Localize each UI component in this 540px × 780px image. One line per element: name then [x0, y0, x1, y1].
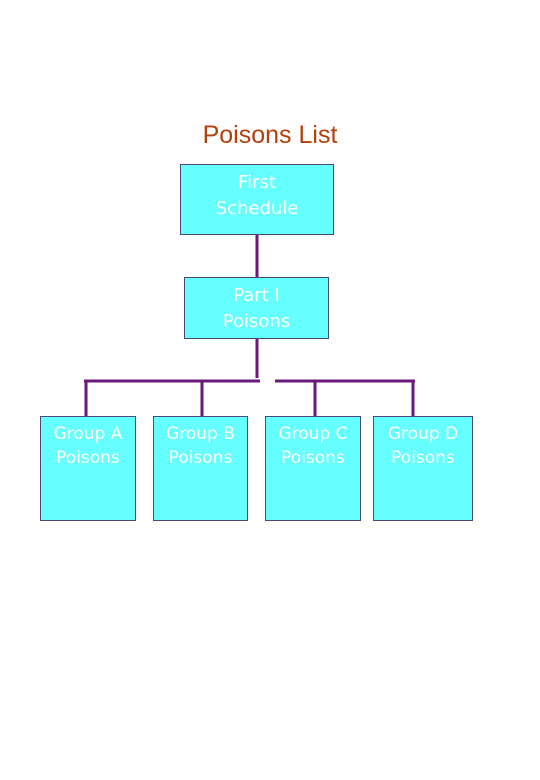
node-group-d-poisons: Group D Poisons	[373, 416, 473, 521]
node-group-d-line1: Group D	[387, 424, 459, 444]
node-group-c-poisons: Group C Poisons	[265, 416, 361, 521]
node-group-b-line1: Group B	[166, 424, 235, 444]
node-group-b-poisons: Group B Poisons	[153, 416, 248, 521]
node-group-b-line2: Poisons	[168, 448, 233, 468]
diagram-title: Poisons List	[202, 121, 338, 149]
node-group-c-line1: Group C	[278, 424, 348, 444]
node-group-d-line2: Poisons	[391, 448, 455, 468]
node-first-schedule: First Schedule	[180, 164, 334, 235]
node-first-schedule-line2: Schedule	[215, 198, 299, 219]
node-part-i-poisons-line1: Part I	[233, 285, 280, 306]
node-part-i-poisons: Part I Poisons	[184, 277, 329, 339]
node-group-a-line1: Group A	[53, 424, 123, 444]
node-first-schedule-line1: First	[238, 172, 276, 193]
node-group-a-poisons: Group A Poisons	[40, 416, 136, 521]
node-part-i-poisons-line2: Poisons	[222, 311, 291, 332]
node-group-c-line2: Poisons	[281, 448, 345, 468]
node-group-a-line2: Poisons	[56, 448, 120, 468]
